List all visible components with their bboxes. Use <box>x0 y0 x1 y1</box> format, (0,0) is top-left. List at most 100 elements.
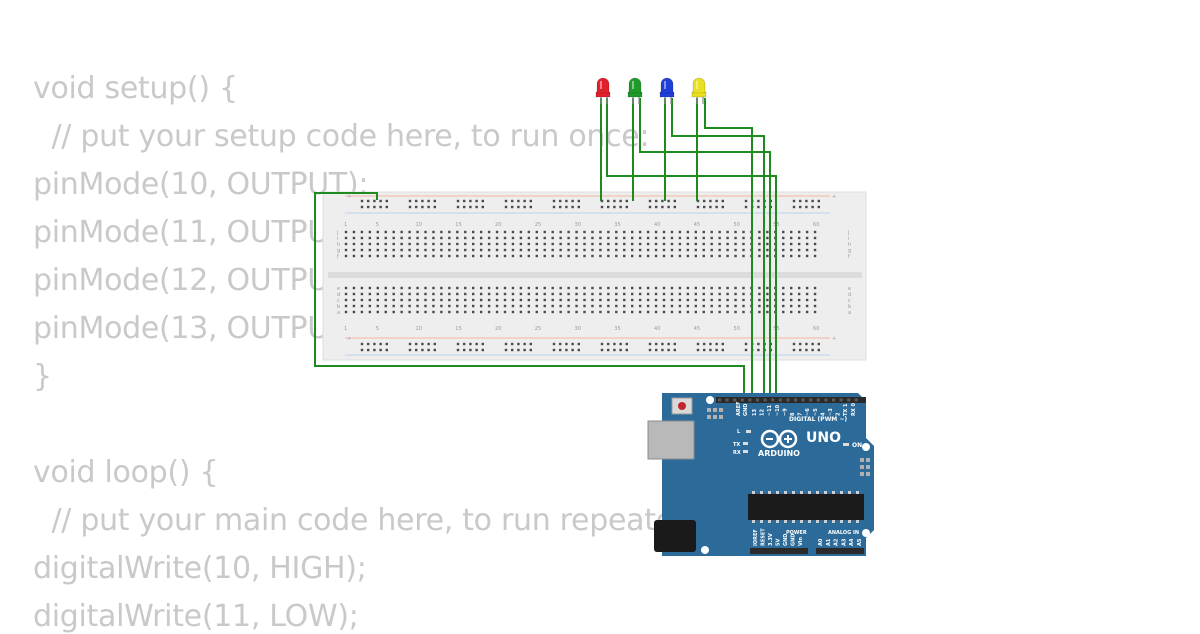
wire[interactable] <box>606 98 777 396</box>
code-line[interactable]: void loop() { <box>33 455 219 490</box>
reset-button-cap[interactable] <box>678 402 686 410</box>
mounting-hole <box>862 529 870 537</box>
l-led <box>746 430 751 433</box>
column-number: 1 <box>344 222 347 228</box>
on-led <box>843 443 849 446</box>
analog-header[interactable] <box>816 548 864 554</box>
pin-label: GND <box>743 404 749 416</box>
column-number: 30 <box>575 222 581 228</box>
arduino-uno-board[interactable]: DIGITAL (PWM ~) UNO ARDUINO ON L TX RX P… <box>647 393 874 556</box>
pin-label: Vin <box>798 537 804 546</box>
pin-label: A5 <box>857 538 863 546</box>
pin-label: 8 <box>790 412 796 416</box>
pin-label: RX 0 <box>851 403 857 416</box>
rail-plus-label: + <box>347 336 351 342</box>
row-letter: j <box>847 230 849 236</box>
atmega-chip <box>748 494 864 520</box>
column-number: 40 <box>654 326 660 332</box>
pin-label: 3.3V <box>768 533 774 546</box>
tx-led <box>743 442 748 445</box>
row-letter: h <box>337 242 340 248</box>
rail-plus-label: + <box>832 336 836 342</box>
column-number: 35 <box>614 326 620 332</box>
rx-led-label: RX <box>733 450 741 456</box>
mounting-hole <box>862 443 870 451</box>
wire[interactable] <box>704 98 753 396</box>
digital-header[interactable] <box>716 397 866 403</box>
code-line[interactable]: digitalWrite(10, HIGH); <box>33 551 367 586</box>
column-number: 5 <box>376 222 379 228</box>
row-letter: j <box>336 230 338 236</box>
pin-label: 7 <box>798 412 804 416</box>
pin-label: A2 <box>834 538 840 546</box>
row-letter: d <box>848 292 851 298</box>
tx-led-label: TX <box>733 442 740 448</box>
code-line[interactable]: // put your setup code here, to run once… <box>33 119 650 154</box>
pin-label: ~6 <box>805 408 811 416</box>
pin-label: GND <box>791 534 797 546</box>
column-number: 40 <box>654 222 660 228</box>
pin-label: ~5 <box>813 408 819 416</box>
breadboard-holes <box>344 199 820 352</box>
pin-label: A4 <box>849 538 855 546</box>
mounting-hole <box>706 396 714 404</box>
row-letter: i <box>848 236 849 242</box>
column-number: 45 <box>694 222 700 228</box>
power-header[interactable] <box>750 548 808 554</box>
row-letter: d <box>337 292 340 298</box>
led-green[interactable] <box>627 77 643 104</box>
digital-header-label: DIGITAL (PWM ~) <box>789 416 847 423</box>
uno-label: UNO <box>806 430 841 446</box>
led-red[interactable] <box>595 77 611 104</box>
power-header-label: POWER <box>786 530 807 536</box>
wires[interactable] <box>314 98 777 396</box>
code-line[interactable]: void setup() { <box>33 71 238 106</box>
usb-connector <box>647 420 695 460</box>
column-number: 5 <box>376 326 379 332</box>
pin-label: IOREF <box>753 529 759 546</box>
column-number: 45 <box>694 326 700 332</box>
pin-label: 12 <box>760 409 766 416</box>
column-number: 1 <box>344 326 347 332</box>
column-number: 50 <box>734 222 740 228</box>
led-blue[interactable] <box>659 77 675 104</box>
wire[interactable] <box>314 192 745 396</box>
pin-label: A0 <box>818 538 824 546</box>
pin-label: 5V <box>776 539 782 546</box>
power-jack <box>654 520 696 552</box>
pin-label: GND <box>783 534 789 546</box>
on-led-label: ON <box>852 442 862 449</box>
led-yellow[interactable] <box>691 77 707 104</box>
analog-header-label: ANALOG IN <box>828 530 859 536</box>
arduino-logo <box>760 429 798 449</box>
row-letter: i <box>337 236 338 242</box>
code-line[interactable]: digitalWrite(11, LOW); <box>33 599 359 634</box>
column-number: 20 <box>495 222 501 228</box>
wire[interactable] <box>639 98 771 396</box>
row-letter: b <box>337 304 340 310</box>
row-letter: c <box>848 298 851 304</box>
breadboard-center-channel <box>328 272 862 278</box>
column-number: 15 <box>455 326 461 332</box>
column-number: 35 <box>614 222 620 228</box>
column-number: 10 <box>416 222 422 228</box>
wire[interactable] <box>671 98 765 396</box>
row-letter: b <box>848 304 851 310</box>
column-number: 50 <box>734 326 740 332</box>
code-line[interactable]: } <box>33 359 52 394</box>
icsp-header-2 <box>860 458 870 476</box>
row-letter: e <box>848 286 851 292</box>
pin-label: ~11 <box>767 404 773 416</box>
leds[interactable] <box>595 77 707 104</box>
pin-label: 2 <box>836 412 842 416</box>
column-number: 30 <box>575 326 581 332</box>
pin-label: ~3 <box>828 408 834 416</box>
breadboard[interactable]: 1155101015152020252530303535404045455050… <box>322 191 867 361</box>
row-letter: g <box>337 248 340 254</box>
pin-label: TX 1 <box>843 403 849 416</box>
row-letter: a <box>848 310 851 316</box>
column-number: 15 <box>455 222 461 228</box>
